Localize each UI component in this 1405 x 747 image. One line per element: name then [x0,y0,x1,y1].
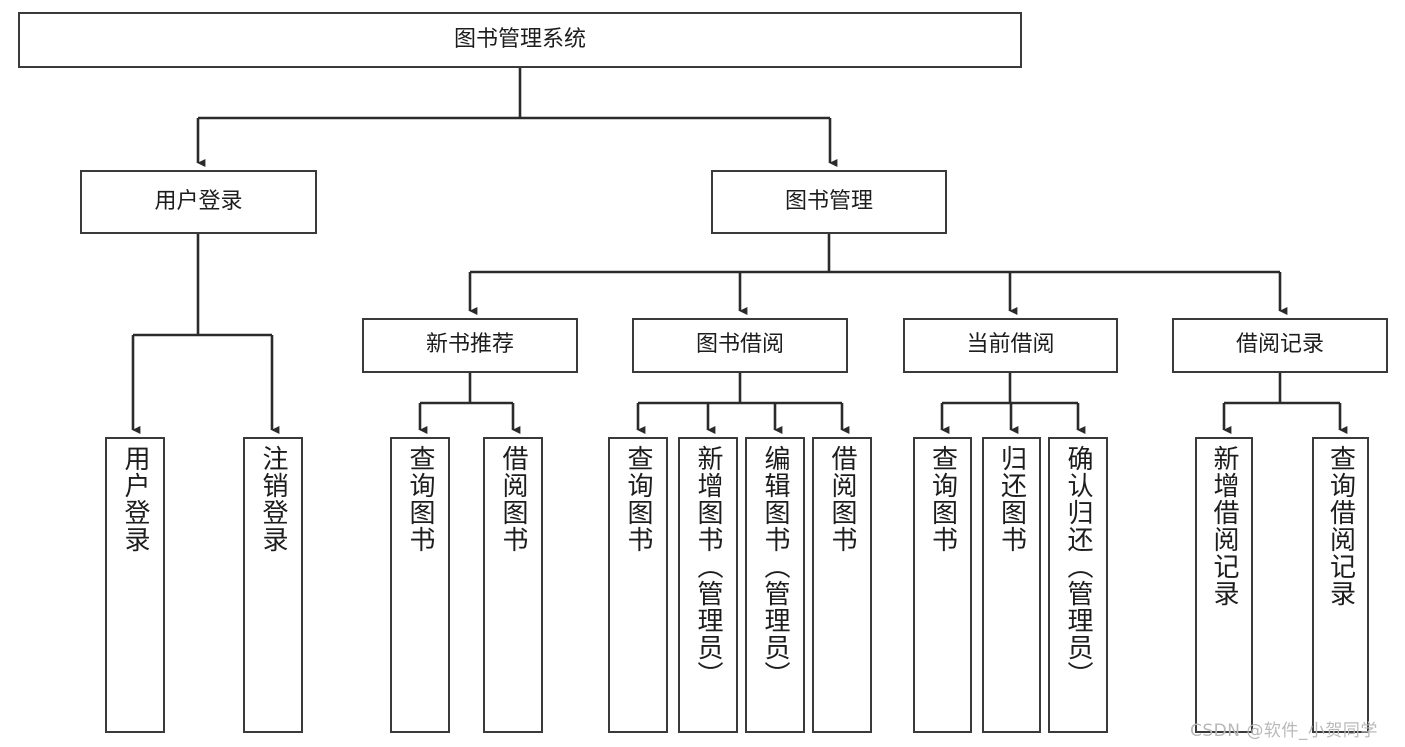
node-user-login[interactable]: 用户登录 [80,170,317,234]
node-leaf-query-book-3-label: 查询图书 [927,445,958,553]
node-leaf-return-book-label: 归还图书 [996,445,1027,553]
node-borrow-record-label: 借阅记录 [1235,332,1324,358]
node-leaf-logout[interactable]: 注销登录 [243,437,303,733]
node-leaf-logout-label: 注销登录 [258,445,288,553]
node-book-borrow[interactable]: 图书借阅 [632,318,848,373]
node-book-borrow-label: 图书借阅 [695,332,784,358]
node-book-management[interactable]: 图书管理 [711,170,947,234]
node-leaf-borrow-book-1-label: 借阅图书 [498,445,528,553]
node-leaf-borrow-book-2-label: 借阅图书 [827,445,857,553]
node-leaf-edit-book-label: 编辑图书（管理员） [760,445,790,688]
node-leaf-add-record[interactable]: 新增借阅记录 [1195,437,1253,733]
node-leaf-add-record-label: 新增借阅记录 [1209,445,1239,607]
node-root-label: 图书管理系统 [453,26,586,52]
node-leaf-confirm-return[interactable]: 确认归还（管理员） [1048,437,1108,733]
node-leaf-query-book-2-label: 查询图书 [623,445,653,553]
watermark-text: CSDN @软件_小贺同学 [1190,721,1378,741]
node-user-login-label: 用户登录 [154,188,243,214]
node-leaf-edit-book[interactable]: 编辑图书（管理员） [745,437,805,733]
node-leaf-borrow-book-1[interactable]: 借阅图书 [483,437,543,733]
node-current-borrow-label: 当前借阅 [966,332,1055,358]
node-new-book-recommend-label: 新书推荐 [425,332,514,358]
node-borrow-record[interactable]: 借阅记录 [1172,318,1388,373]
node-leaf-query-book-3[interactable]: 查询图书 [913,437,972,733]
node-leaf-user-login[interactable]: 用户登录 [105,437,165,733]
node-leaf-query-book-2[interactable]: 查询图书 [608,437,668,733]
node-leaf-borrow-book-2[interactable]: 借阅图书 [812,437,872,733]
node-leaf-user-login-label: 用户登录 [120,445,150,553]
node-leaf-query-record[interactable]: 查询借阅记录 [1312,437,1369,733]
node-leaf-return-book[interactable]: 归还图书 [982,437,1041,733]
node-book-management-label: 图书管理 [784,188,873,214]
node-leaf-add-book[interactable]: 新增图书（管理员） [678,437,738,733]
node-leaf-query-record-label: 查询借阅记录 [1325,445,1356,607]
node-new-book-recommend[interactable]: 新书推荐 [362,318,578,373]
node-leaf-add-book-label: 新增图书（管理员） [693,445,723,688]
node-leaf-query-book-1-label: 查询图书 [405,445,435,553]
node-leaf-confirm-return-label: 确认归还（管理员） [1063,445,1093,688]
node-root[interactable]: 图书管理系统 [18,12,1022,68]
node-current-borrow[interactable]: 当前借阅 [903,318,1118,373]
node-leaf-query-book-1[interactable]: 查询图书 [390,437,450,733]
